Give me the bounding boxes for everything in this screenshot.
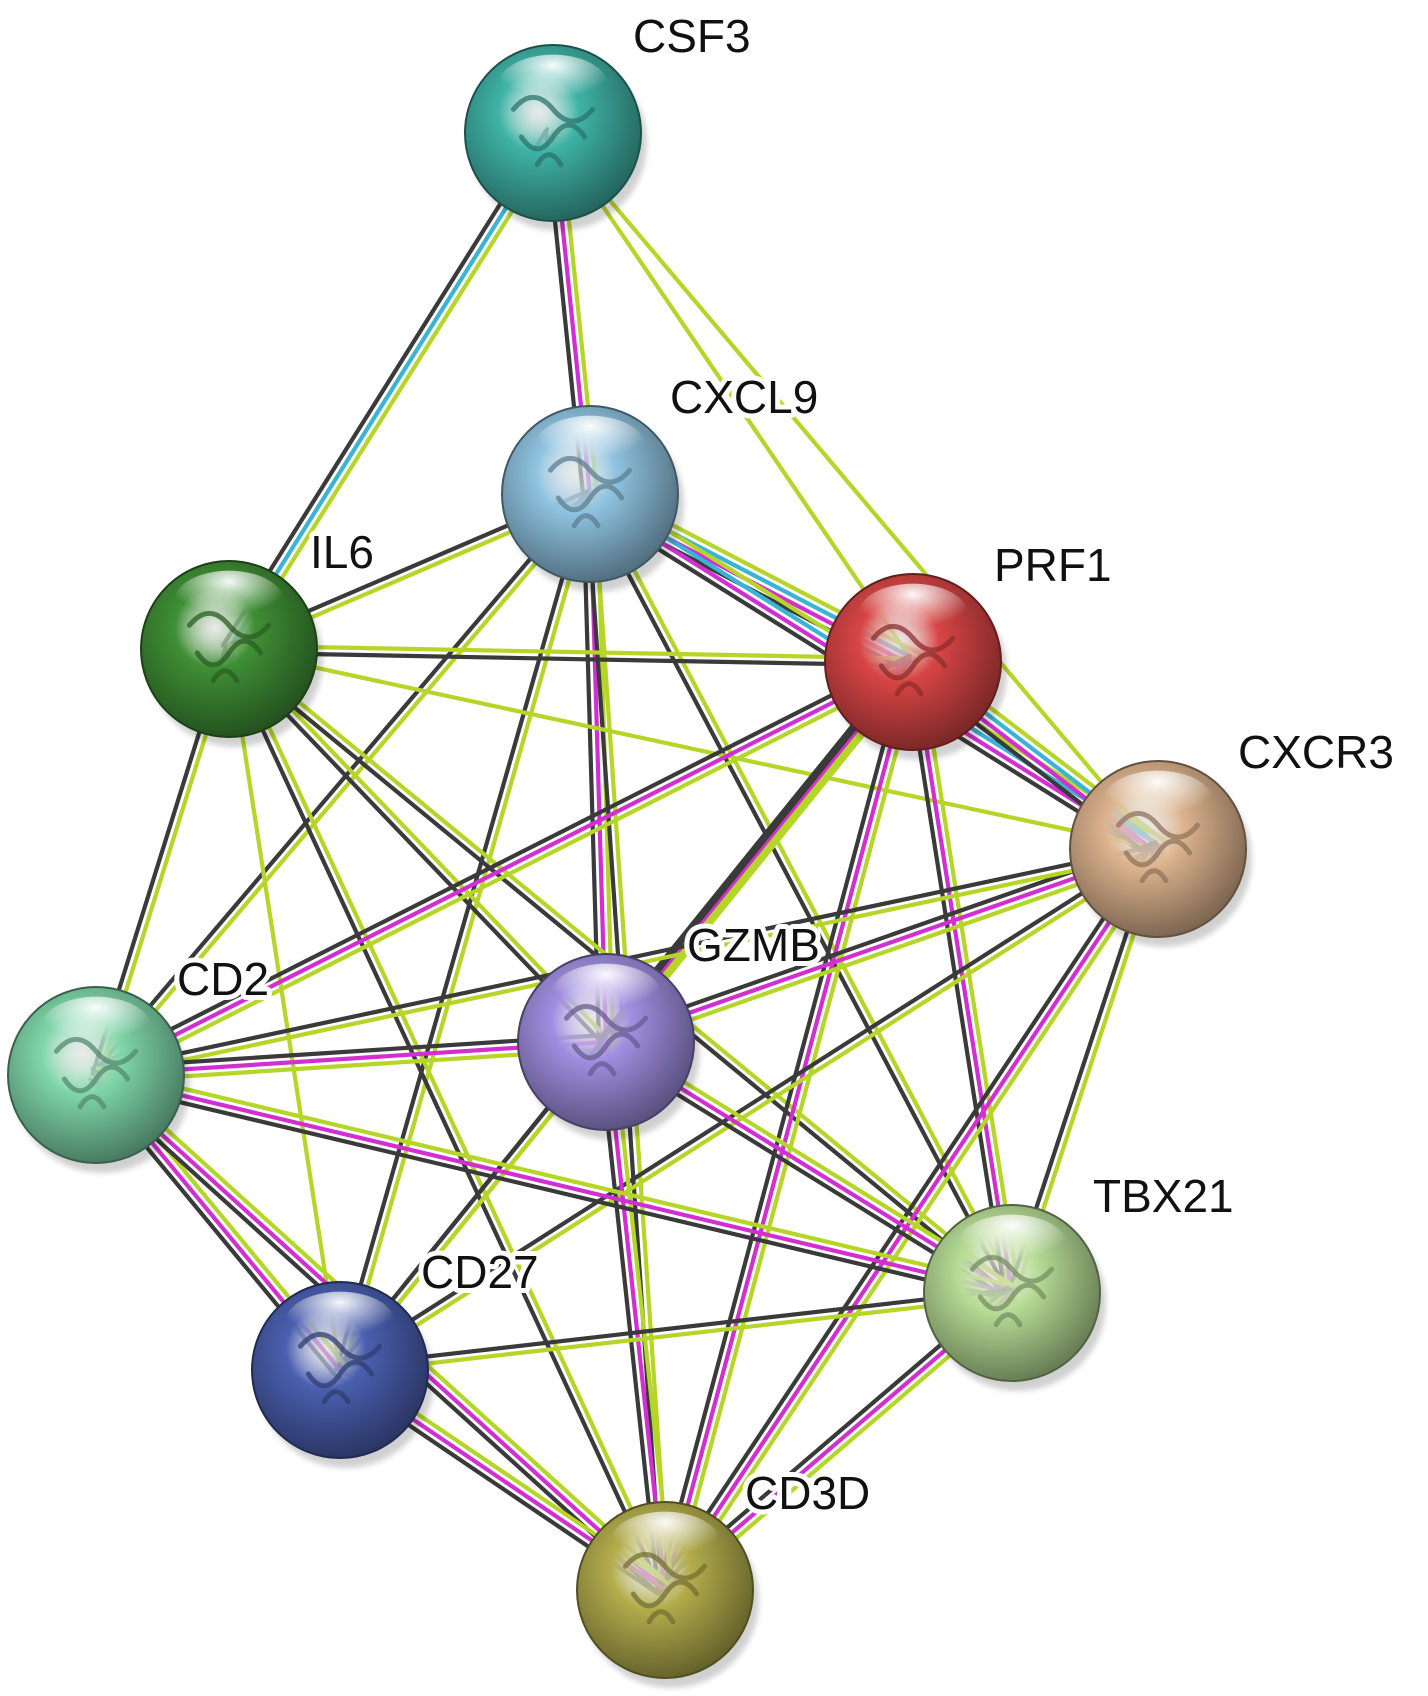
node-cd3d[interactable]: CD3D bbox=[576, 1462, 875, 1688]
edge-il6-cxcr3[interactable] bbox=[226, 646, 1161, 852]
edge-prf1-cd2[interactable] bbox=[90, 653, 919, 1084]
edge-line-coexpression bbox=[223, 648, 664, 1594]
node-il6[interactable]: IL6 bbox=[140, 521, 379, 747]
node-gloss bbox=[498, 54, 608, 115]
edge-line-coexpression bbox=[337, 1287, 1014, 1369]
edge-cxcl9-cd27[interactable] bbox=[334, 490, 596, 1374]
node-gloss bbox=[957, 1214, 1067, 1275]
edge-cxcl9-cd2[interactable] bbox=[91, 489, 595, 1080]
edge-line-experimental bbox=[93, 1072, 1015, 1296]
edge-line-textmining bbox=[606, 853, 1163, 1051]
node-cd27[interactable]: CD27 bbox=[251, 1241, 544, 1468]
edge-csf3-prf1[interactable] bbox=[550, 130, 916, 665]
edge-line-textmining bbox=[339, 849, 1162, 1376]
edge-csf3-cxcr3[interactable] bbox=[550, 130, 1161, 852]
node-label-cd27: CD27 bbox=[421, 1246, 539, 1298]
edge-line-experimental bbox=[662, 659, 916, 1593]
edge-line-textmining bbox=[226, 646, 1161, 852]
node-gzmb[interactable]: GZMB bbox=[517, 914, 825, 1140]
edge-line-experimental bbox=[603, 846, 1161, 1045]
node-cxcr3[interactable]: CXCR3 bbox=[1069, 721, 1399, 947]
node-label-csf3: CSF3 bbox=[633, 10, 751, 62]
edge-line-textmining bbox=[917, 658, 1022, 1295]
edge-line-experimental bbox=[93, 659, 916, 1078]
edge-line-coexpression bbox=[90, 653, 912, 1071]
edge-cxcr3-cd3d[interactable] bbox=[657, 843, 1166, 1596]
node-label-prf1: PRF1 bbox=[994, 539, 1112, 591]
edge-line-textmining bbox=[232, 134, 562, 655]
node-gloss bbox=[41, 996, 151, 1057]
node-label-tbx21: TBX21 bbox=[1093, 1170, 1234, 1222]
node-gloss bbox=[174, 570, 284, 631]
edge-line-coexpression bbox=[657, 843, 1155, 1589]
node-gloss bbox=[551, 963, 661, 1024]
node-label-il6: IL6 bbox=[310, 526, 374, 578]
node-prf1[interactable]: PRF1 bbox=[824, 534, 1117, 760]
edge-line-textmining bbox=[669, 661, 922, 1594]
edge-cd2-tbx21[interactable] bbox=[92, 1066, 1016, 1302]
edge-line-coexpression bbox=[334, 490, 589, 1372]
node-tbx21[interactable]: TBX21 bbox=[923, 1165, 1239, 1391]
edge-line-textmining bbox=[341, 492, 596, 1374]
node-gloss bbox=[285, 1291, 395, 1352]
node-gloss bbox=[610, 1511, 720, 1572]
edge-line-textmining bbox=[96, 494, 595, 1080]
edge-line-coexpression bbox=[903, 660, 1008, 1297]
edge-line-textmining bbox=[230, 645, 671, 1591]
node-gloss bbox=[1103, 770, 1213, 831]
edge-il6-prf1[interactable] bbox=[226, 643, 916, 668]
node-label-cd2: CD2 bbox=[177, 953, 269, 1005]
node-label-cxcl9: CXCL9 bbox=[670, 371, 818, 423]
edge-line-coexpression bbox=[584, 493, 1012, 1297]
edge-line-coexpression bbox=[92, 1079, 1013, 1302]
node-gloss bbox=[858, 583, 968, 644]
edge-csf3-il6[interactable] bbox=[220, 127, 562, 655]
edge-cxcr3-cd27[interactable] bbox=[336, 843, 1162, 1376]
node-cd2[interactable]: CD2 bbox=[7, 948, 274, 1173]
edge-line-textmining bbox=[95, 1066, 1016, 1289]
edge-line-coexpression bbox=[220, 127, 550, 648]
edge-line-textmining bbox=[226, 646, 343, 1373]
node-label-gzmb: GZMB bbox=[687, 919, 820, 971]
edge-line-database bbox=[226, 130, 556, 652]
node-gloss bbox=[535, 415, 645, 476]
edge-line-coexpression bbox=[226, 650, 916, 668]
edge-il6-cd27[interactable] bbox=[226, 646, 343, 1373]
edge-il6-cd3d[interactable] bbox=[223, 645, 671, 1594]
edge-prf1-cd3d[interactable] bbox=[656, 658, 922, 1594]
node-csf3[interactable]: CSF3 bbox=[464, 5, 756, 231]
edge-line-coexpression bbox=[91, 489, 590, 1075]
edge-line-experimental bbox=[662, 846, 1161, 1593]
edge-line-textmining bbox=[97, 666, 919, 1084]
edge-line-textmining bbox=[668, 850, 1166, 1596]
edge-line-textmining bbox=[550, 130, 1161, 852]
edge-line-textmining bbox=[338, 1294, 1015, 1376]
node-label-cxcr3: CXCR3 bbox=[1238, 726, 1394, 778]
edge-line-textmining bbox=[550, 130, 916, 665]
edge-line-coexpression bbox=[656, 658, 909, 1591]
edge-line-coexpression bbox=[336, 843, 1159, 1370]
edge-tbx21-cd27[interactable] bbox=[337, 1287, 1015, 1376]
edge-line-textmining bbox=[226, 643, 916, 661]
node-cxcl9[interactable]: CXCL9 bbox=[501, 366, 823, 592]
node-label-cd3d: CD3D bbox=[745, 1467, 870, 1519]
